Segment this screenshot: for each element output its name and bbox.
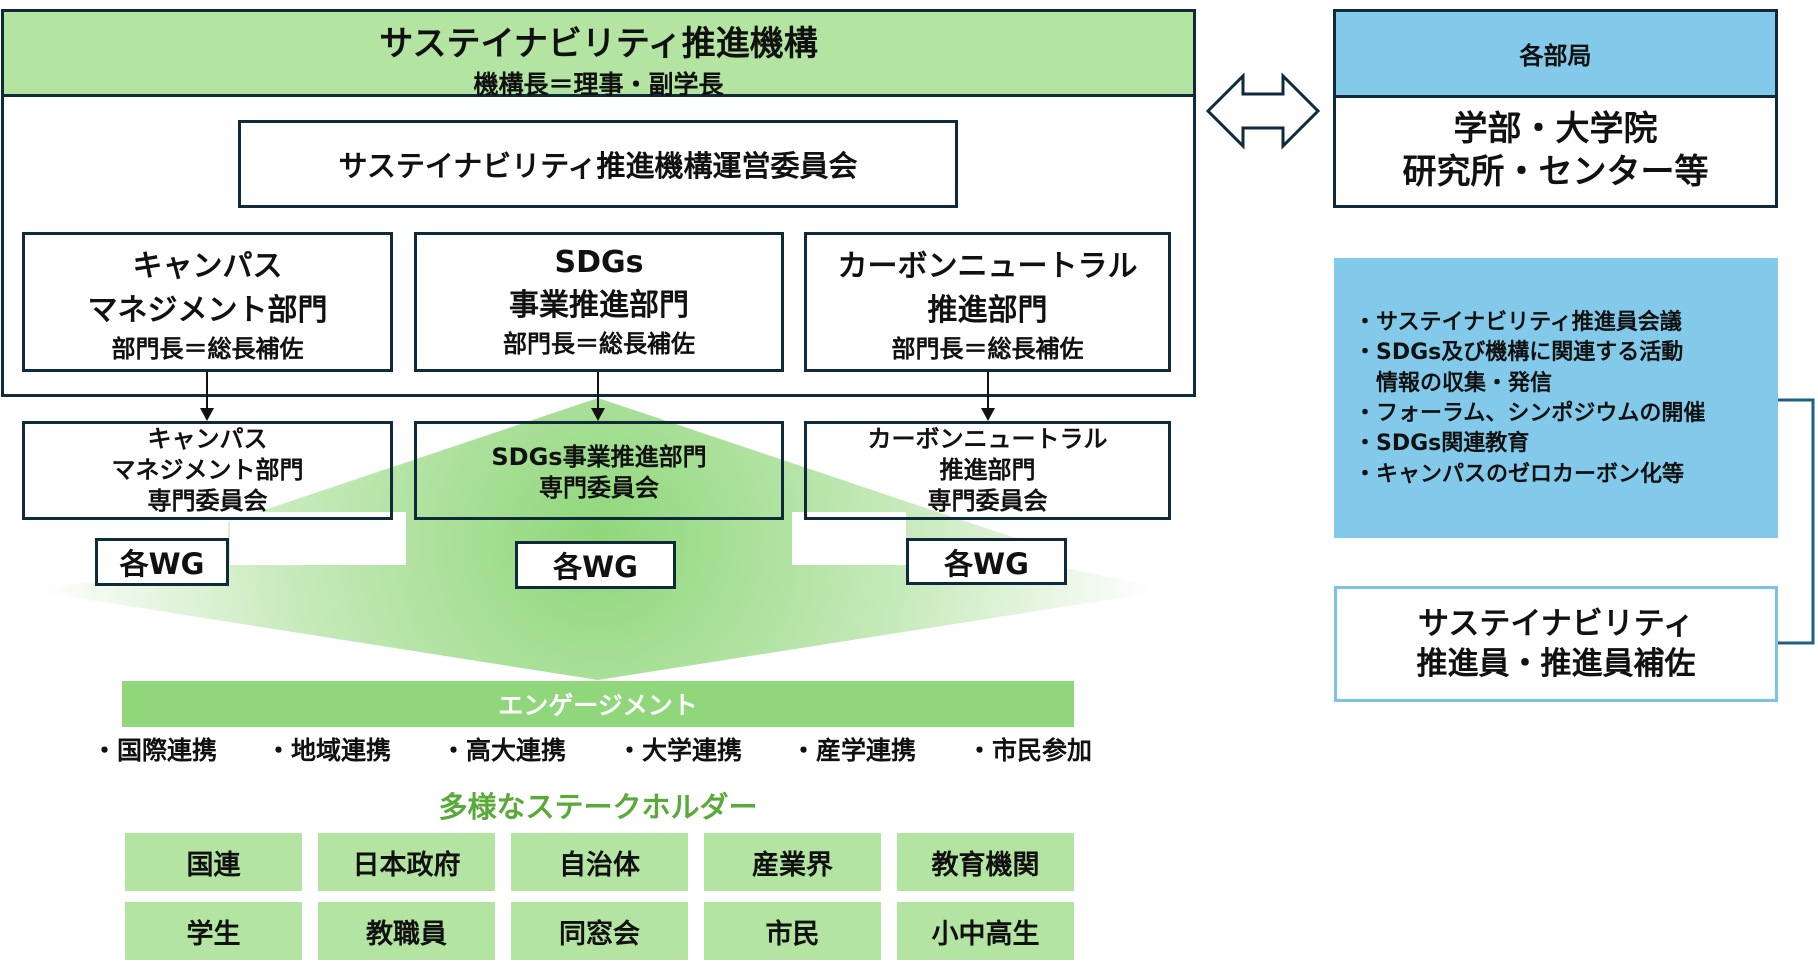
subcommittee-line: 専門委員会 <box>927 487 1048 516</box>
subcommittee-line: 専門委員会 <box>539 474 659 503</box>
department-head: 部門長＝総長補佐 <box>891 334 1084 363</box>
flow-cutout-right <box>792 512 906 565</box>
subcommittee-line: 推進部門 <box>939 455 1036 484</box>
arrow-down-icon <box>591 408 605 421</box>
engagement-bar: エンゲージメント <box>122 681 1074 727</box>
department-campus[interactable]: キャンパス マネジメント部門 部門長＝総長補佐 <box>22 232 393 372</box>
stakeholders-title: 多様なステークホルダー <box>438 790 758 824</box>
engagement-label: エンゲージメント <box>498 691 698 720</box>
activity-item: ・フォーラム、シンポジウムの開催 <box>1354 401 1706 427</box>
org-title: サステイナビリティ推進機構 <box>379 24 818 64</box>
wg-box-carbon-neutral[interactable]: 各WG <box>906 538 1067 585</box>
engagement-item: ・産学連携 <box>791 736 917 765</box>
subcommittee-carbon-neutral[interactable]: カーボンニュートラル 推進部門 専門委員会 <box>804 421 1171 520</box>
subcommittee-sdgs[interactable]: SDGs事業推進部門 専門委員会 <box>414 421 784 520</box>
stakeholder-cell: 自治体 <box>511 833 688 891</box>
flow-cutout-right-tri <box>1066 500 1170 590</box>
units-header: 各部局 <box>1336 12 1775 98</box>
department-name: マネジメント部門 <box>87 292 328 328</box>
activities-box: ・サステイナビリティ推進員会議 ・SDGs及び機構に関連する活動 情報の収集・発… <box>1334 258 1778 538</box>
subcommittee-line: マネジメント部門 <box>111 455 304 484</box>
arrow-down-icon <box>200 408 214 421</box>
stakeholder-cell: 学生 <box>125 902 302 960</box>
stakeholders-grid: 国連 日本政府 自治体 産業界 教育機関 学生 教職員 同窓会 市民 小中高生 <box>125 833 1075 961</box>
wg-box-sdgs[interactable]: 各WG <box>515 541 676 589</box>
connector-line <box>206 372 208 410</box>
activity-item: 情報の収集・発信 <box>1354 370 1553 396</box>
stakeholder-cell: 産業界 <box>704 833 881 891</box>
org-header: サステイナビリティ推進機構 機構長＝理事・副学長 <box>1 9 1196 99</box>
units-box[interactable]: 各部局 学部・大学院 研究所・センター等 <box>1333 9 1778 208</box>
stakeholder-cell: 国連 <box>125 833 302 891</box>
activity-item: ・キャンパスのゼロカーボン化等 <box>1354 461 1685 487</box>
wg-label: 各WG <box>119 547 205 581</box>
committee-box[interactable]: サステイナビリティ推進機構運営委員会 <box>238 120 958 208</box>
wg-label: 各WG <box>944 546 1029 581</box>
org-subtitle: 機構長＝理事・副学長 <box>473 70 724 99</box>
wg-label: 各WG <box>553 550 638 584</box>
promoters-line: 推進員・推進員補佐 <box>1416 646 1696 682</box>
connector-line <box>987 372 989 410</box>
subcommittee-line: 専門委員会 <box>147 487 268 516</box>
stakeholder-cell: 同窓会 <box>511 902 688 960</box>
committee-label: サステイナビリティ推進機構運営委員会 <box>338 149 858 183</box>
promoters-box[interactable]: サステイナビリティ 推進員・推進員補佐 <box>1334 586 1778 702</box>
subcommittee-line: カーボンニュートラル <box>867 424 1108 453</box>
department-carbon-neutral[interactable]: カーボンニュートラル 推進部門 部門長＝総長補佐 <box>804 232 1171 372</box>
department-name: キャンパス <box>132 248 283 284</box>
engagement-item: ・高大連携 <box>441 736 567 765</box>
engagement-item: ・国際連携 <box>92 736 218 765</box>
flow-cutout-left <box>230 512 406 565</box>
department-name: 推進部門 <box>927 292 1048 328</box>
units-line: 研究所・センター等 <box>1402 151 1709 192</box>
department-head: 部門長＝総長補佐 <box>111 334 304 363</box>
department-name: カーボンニュートラル <box>837 248 1138 284</box>
subcommittee-line: SDGs事業推進部門 <box>491 443 707 471</box>
arrow-down-icon <box>981 408 995 421</box>
units-header-label: 各部局 <box>1519 42 1592 70</box>
stakeholder-cell: 日本政府 <box>318 833 495 891</box>
engagement-flow-polygon <box>26 398 1170 680</box>
department-sdgs[interactable]: SDGs 事業推進部門 部門長＝総長補佐 <box>414 232 784 372</box>
engagement-item: ・市民参加 <box>967 736 1093 765</box>
stakeholder-cell: 小中高生 <box>897 902 1074 960</box>
subcommittee-campus[interactable]: キャンパス マネジメント部門 専門委員会 <box>22 421 393 520</box>
activity-item: ・SDGs及び機構に関連する活動 <box>1354 340 1684 366</box>
stakeholder-cell: 教育機関 <box>897 833 1074 891</box>
promoters-line: サステイナビリティ <box>1418 605 1694 642</box>
connector-line <box>597 372 599 410</box>
bracket-connector <box>1778 398 1815 645</box>
double-headed-arrow-icon <box>1205 72 1321 150</box>
engagement-item: ・大学連携 <box>617 736 743 765</box>
stakeholder-cell: 市民 <box>704 902 881 960</box>
department-name: 事業推進部門 <box>509 288 689 323</box>
engagement-item: ・地域連携 <box>266 736 392 765</box>
department-name: SDGs <box>554 245 644 280</box>
stakeholder-cell: 教職員 <box>318 902 495 960</box>
units-line: 学部・大学院 <box>1453 109 1658 149</box>
department-head: 部門長＝総長補佐 <box>503 330 695 358</box>
wg-box-campus[interactable]: 各WG <box>95 538 229 586</box>
units-body: 学部・大学院 研究所・センター等 <box>1336 98 1775 193</box>
activity-item: ・SDGs関連教育 <box>1354 431 1530 457</box>
activity-item: ・サステイナビリティ推進員会議 <box>1354 310 1682 335</box>
subcommittee-line: キャンパス <box>147 424 268 453</box>
